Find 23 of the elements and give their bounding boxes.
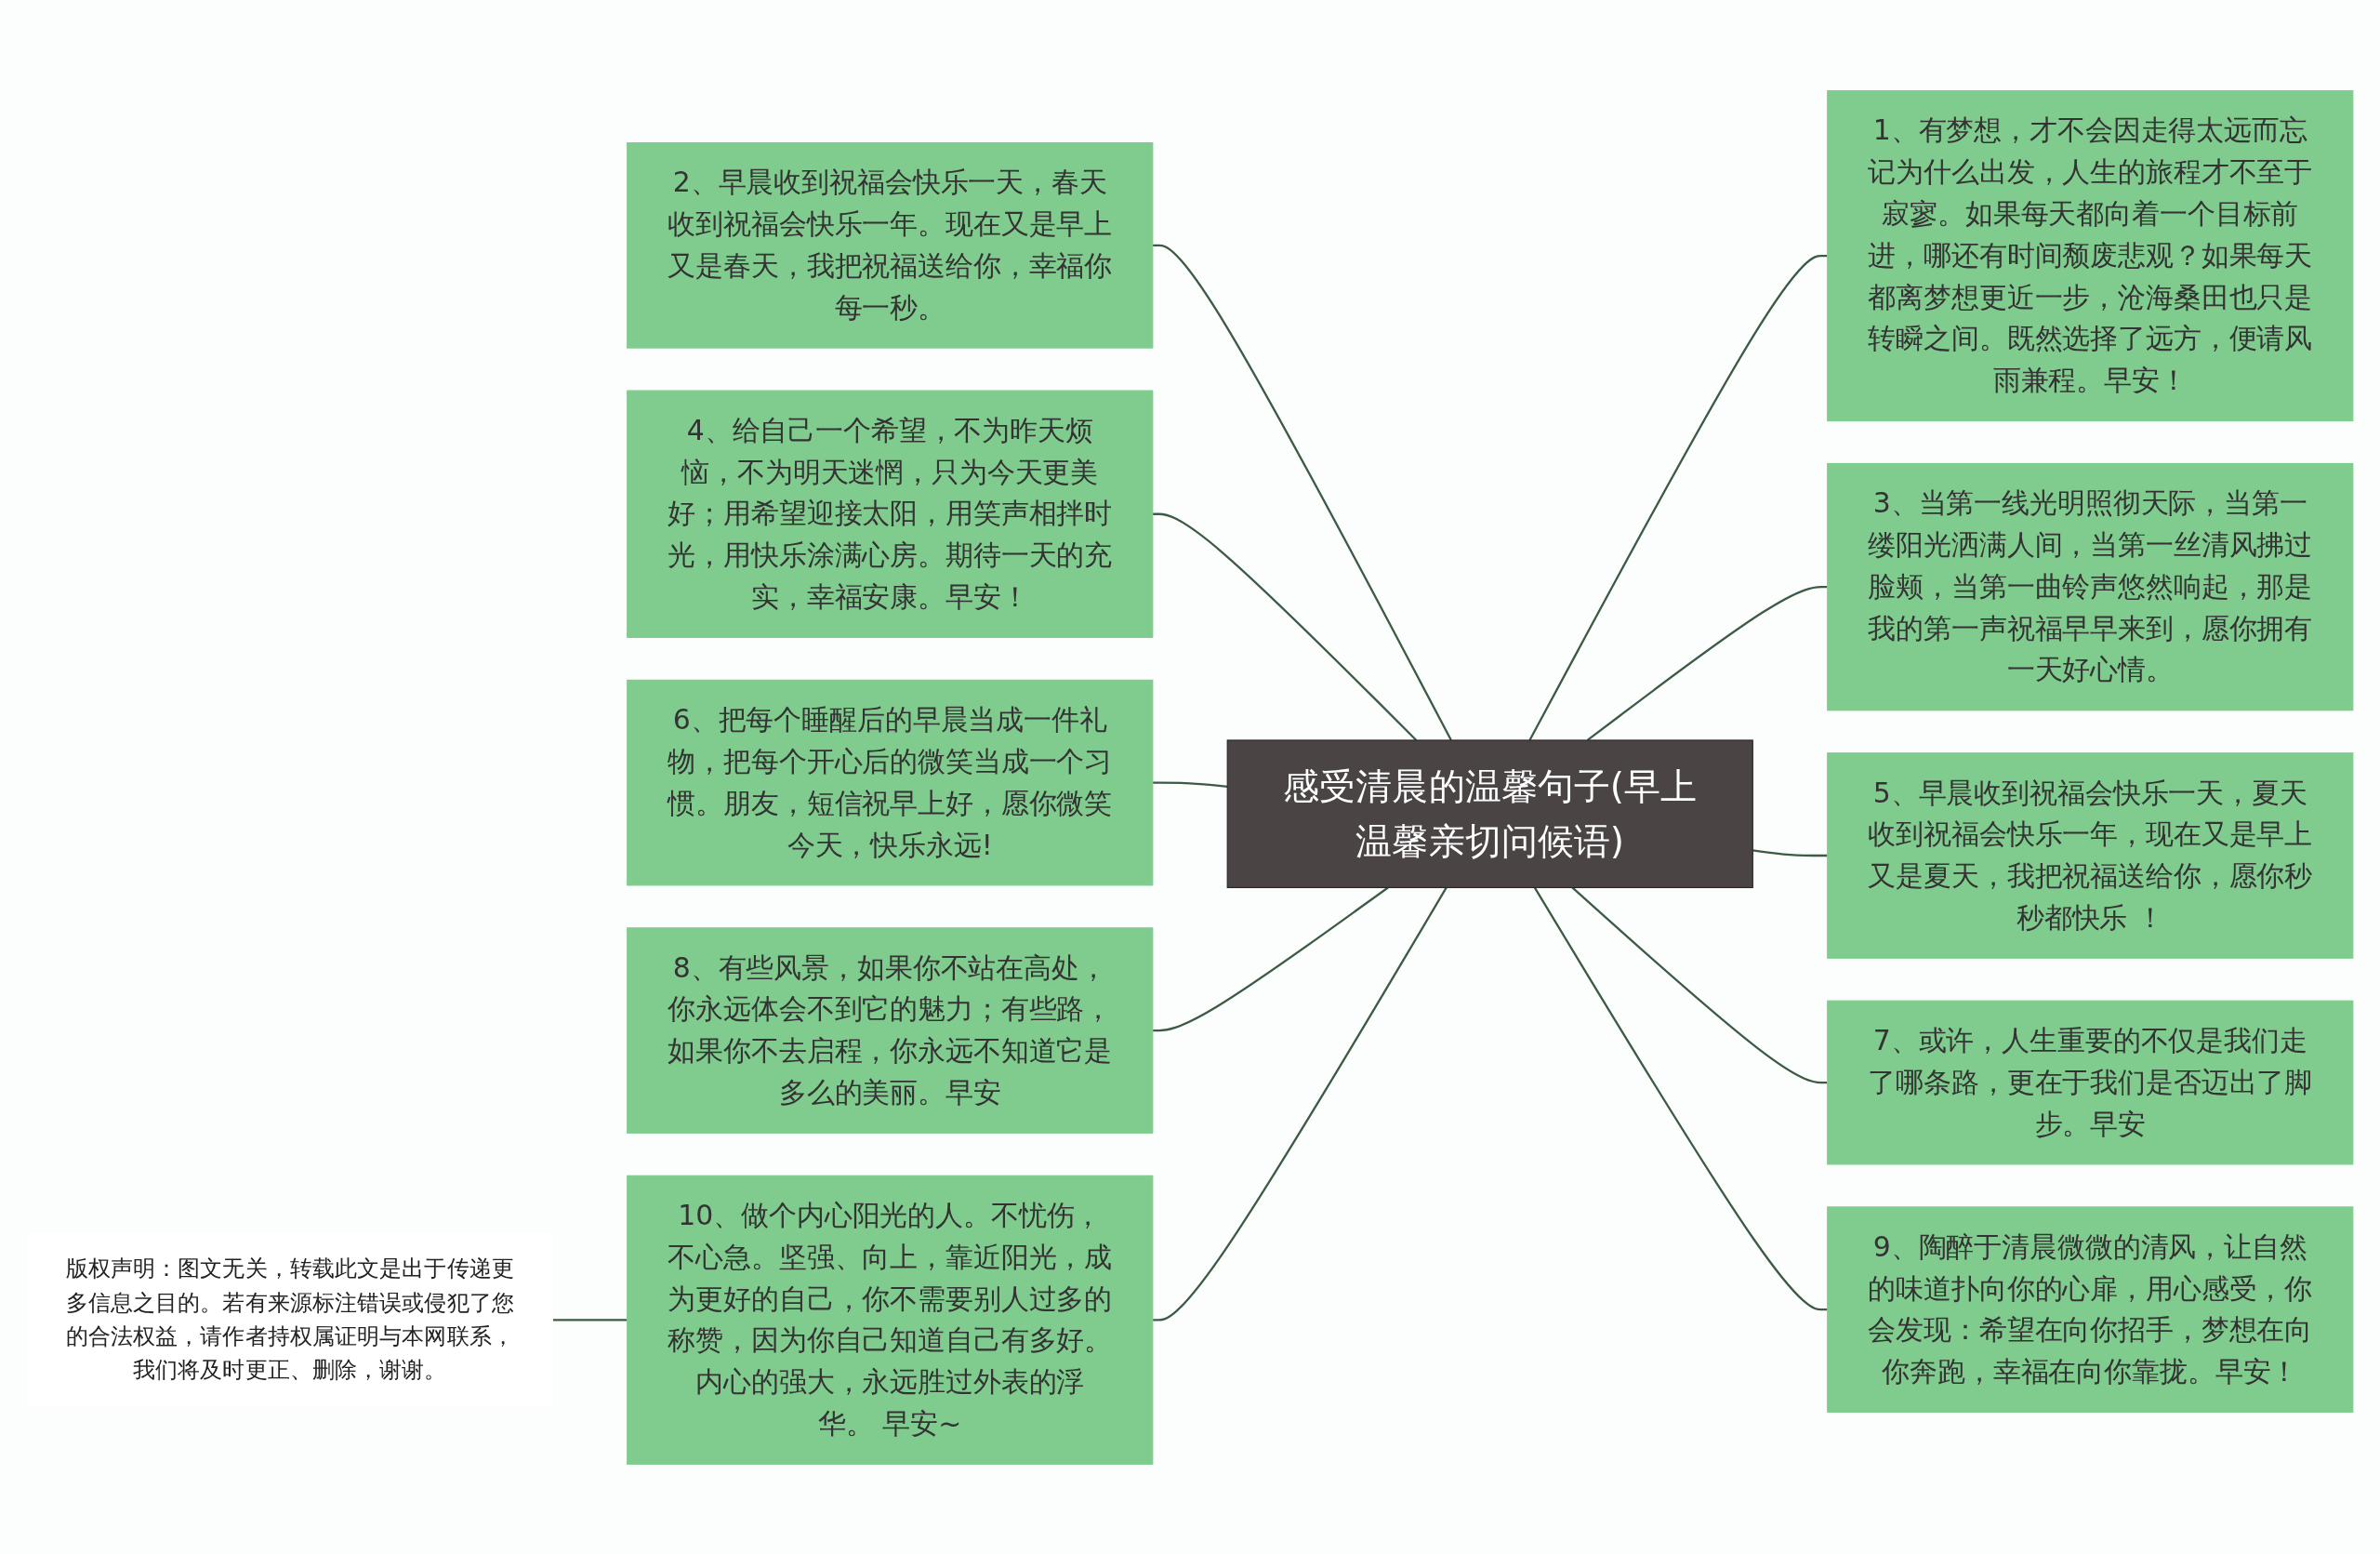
node-box: 5、早晨收到祝福会快乐一天，夏天收到祝福会快乐一年，现在又是早上又是夏天，我把祝福送给你，愿你秒秒都快乐 ！ <box>1827 751 2354 959</box>
node-box: 7、或许，人生重要的不仅是我们走了哪条路，更在于我们是否迈出了脚步。早安 <box>1827 1000 2354 1164</box>
connector <box>1152 512 1418 741</box>
connector <box>1152 886 1448 1321</box>
connector <box>1152 886 1389 1031</box>
connector <box>1571 886 1828 1083</box>
node-box: 10、做个内心阳光的人。不忧伤，不心急。坚强、向上，靠近阳光，成为更好的自己，你不需要别人过多的称赞，因为你自己知道自己有多好。内心的强大，永远胜过外表的浮华。 早安~ <box>627 1175 1154 1465</box>
node-box: 6、把每个睡醒后的早晨当成一件礼物，把每个开心后的微笑当成一个习惯。朋友，短信祝早上好，愿你微笑今天，快乐永远! <box>627 679 1154 885</box>
node-box: 8、有些风景，如果你不站在高处，你永远体会不到它的魅力；有些路，如果你不去启程，你永远不知道它是多么的美丽。早安 <box>627 926 1154 1134</box>
connector <box>1152 780 1228 788</box>
connector <box>1586 585 1828 741</box>
connector <box>552 1318 628 1321</box>
node-box: 感受清晨的温馨句子(早上温馨亲切问候语) <box>1226 738 1753 888</box>
node-box: 2、早晨收到祝福会快乐一天，春天收到祝福会快乐一年。现在又是早上又是春天，我把祝福送给你，幸福你每一秒。 <box>627 141 1154 349</box>
node-text: 版权声明：图文无关，转载此文是出于传递更多信息之目的。若有来源标注错误或侵犯了您的合法权益，请作者持权属证明与本网联系，我们将及时更正、删除，谢谢。 <box>65 1255 514 1383</box>
node-box: 1、有梦想，才不会因走得太远而忘记为什么出发，人生的旅程才不至于寂寥。如果每天都向着一个目标前进，哪还有时间颓废悲观？如果每天都离梦想更近一步，沧海桑田也只是转瞬之间。既然选择了远方，便请风雨兼程。早安！ <box>1827 89 2354 421</box>
node-box: 4、给自己一个希望，不为昨天烦恼，不为明天迷惘，只为今天更美好；用希望迎接太阳，用笑声相拌时光，用快乐涂满心房。期待一天的充实，幸福安康。早安！ <box>627 390 1154 638</box>
connector <box>1152 244 1452 740</box>
connector <box>1752 848 1828 857</box>
node-box: 3、当第一线光明照彻天际，当第一缕阳光洒满人间，当第一丝清风拂过脸颊，当第一曲铃声悠然响起，那是我的第一声祝福早早来到，愿你拥有一天好心情。 <box>1827 462 2354 711</box>
node-box: 9、陶醉于清晨微微的清风，让自然的味道扑向你的心扉，用心感受，你会发现：希望在向你招手，梦想在向你奔跑，幸福在向你靠拢。早安！ <box>1827 1205 2354 1413</box>
connector <box>1533 886 1828 1310</box>
connector <box>1528 254 1828 740</box>
